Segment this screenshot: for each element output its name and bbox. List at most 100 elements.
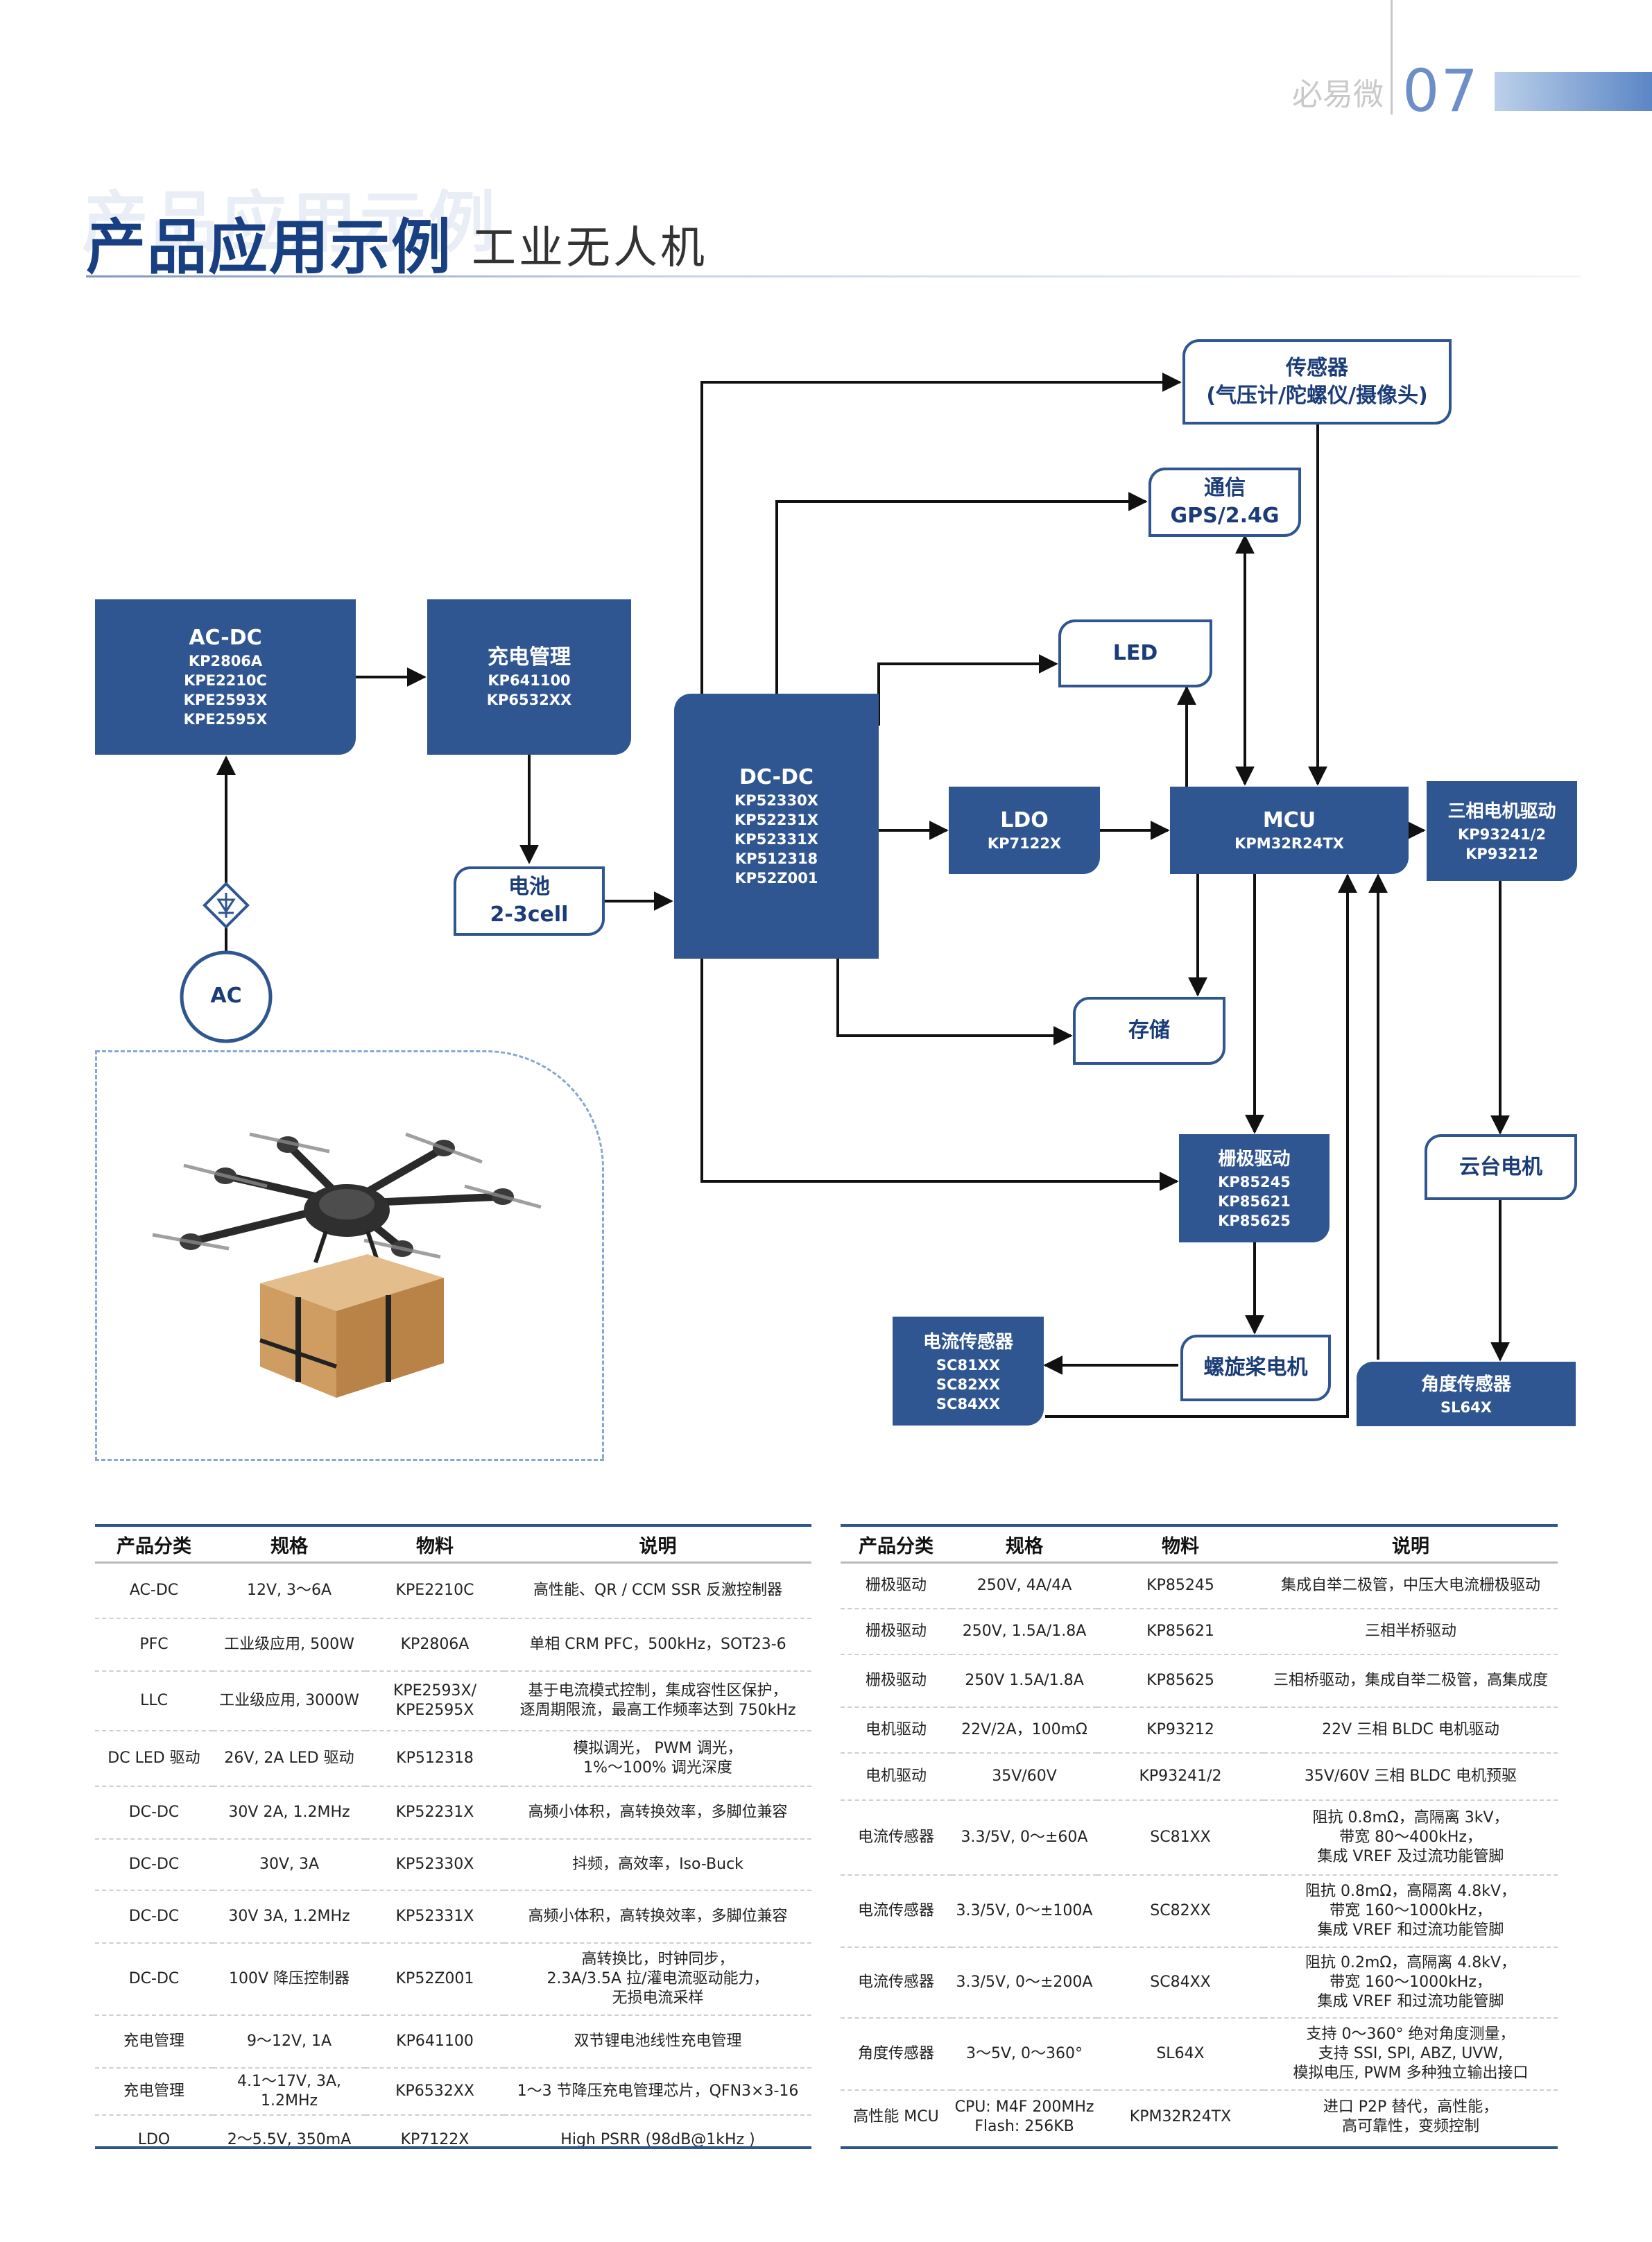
current-sensor-title: 电流传感器 xyxy=(922,1331,1013,1353)
table-cell: 栅极驱动 xyxy=(841,1608,952,1655)
mcu-block: MCU KPM32R24TX xyxy=(1170,787,1409,874)
comm-title: 通信 xyxy=(1204,476,1246,500)
table-cell: 阻抗 0.2mΩ，高隔离 4.8kV， 带宽 160～1000kHz， 集成 V… xyxy=(1264,1946,1558,2019)
table-cell: 1～3 节降压充电管理芯片，QFN3×3-16 xyxy=(504,2067,811,2116)
table-cell: 3.3/5V, 0～±200A xyxy=(952,1946,1097,2019)
sensor-sub: (气压计/陀螺仪/摄像头) xyxy=(1206,383,1428,408)
title-underline xyxy=(86,275,1581,277)
table-cell: PFC xyxy=(95,1618,213,1672)
table-cell: KP512318 xyxy=(365,1730,504,1787)
column-header: 规格 xyxy=(952,1527,1097,1564)
header-accent-bar xyxy=(1495,72,1652,111)
table-cell: 充电管理 xyxy=(95,2067,213,2116)
right-table-bottom-rule xyxy=(841,2146,1558,2149)
ldo-title: LDO xyxy=(1000,808,1049,832)
table-cell: 30V, 3A xyxy=(213,1838,365,1891)
current-sensor-part: SC84XX xyxy=(936,1395,1001,1412)
motor3-part: KP93212 xyxy=(1465,846,1538,862)
sensor-block: 传感器 (气压计/陀螺仪/摄像头) xyxy=(1182,339,1452,425)
table-header-row: 产品分类规格物料说明 xyxy=(841,1527,1558,1564)
table-cell: KP85621 xyxy=(1097,1608,1264,1655)
table-cell: 高转换比，时钟同步， 2.3A/3.5A 拉/灌电流驱动能力， 无损电流采样 xyxy=(504,1942,811,2016)
right-table-top-rule xyxy=(841,1524,1558,1527)
table-cell: 2～5.5V, 350mA xyxy=(227,2131,352,2148)
table-cell: KP93241/2 xyxy=(1097,1752,1264,1801)
table-cell: 22V 三相 BLDC 电机驱动 xyxy=(1264,1706,1558,1754)
acdc-part: KPE2593X xyxy=(183,692,268,708)
table-cell: SC84XX xyxy=(1097,1946,1264,2019)
gate-title: 栅极驱动 xyxy=(1218,1149,1291,1170)
left-table-top-rule xyxy=(95,1524,811,1527)
table-cell: 电机驱动 xyxy=(841,1752,952,1801)
ldo-block: LDO KP7122X xyxy=(949,787,1100,874)
table-cell: DC-DC xyxy=(95,1838,213,1891)
table-cell: 工业级应用, 500W xyxy=(213,1618,365,1672)
table-cell: 22V/2A，100mΩ xyxy=(952,1706,1097,1754)
gate-part: KP85245 xyxy=(1218,1174,1291,1190)
table-header-row: 产品分类规格物料说明 xyxy=(95,1527,811,1564)
table-cell: 抖频，高效率，Iso-Buck xyxy=(504,1838,811,1891)
ldo-part: KP7122X xyxy=(987,835,1062,852)
acdc-part: KPE2595X xyxy=(183,711,268,728)
table-cell: 模拟调光， PWM 调光， 1%～100% 调光深度 xyxy=(504,1730,811,1787)
table-cell: 3.3/5V, 0～±60A xyxy=(952,1799,1097,1876)
drone-image-frame xyxy=(95,1050,604,1461)
table-cell: 35V/60V xyxy=(952,1752,1097,1801)
led-block: LED xyxy=(1058,619,1212,687)
charge-title: 充电管理 xyxy=(488,645,571,669)
table-cell: 26V, 2A LED 驱动 xyxy=(213,1730,365,1787)
table-cell: 高性能 MCU xyxy=(853,2108,939,2125)
dcdc-block: DC-DC KP52330X KP52231X KP52331X KP51231… xyxy=(674,694,879,959)
header-divider xyxy=(1391,0,1393,114)
charge-block: 充电管理 KP641100 KP6532XX xyxy=(427,599,631,755)
table-cell: SC81XX xyxy=(1097,1799,1264,1876)
diode-icon xyxy=(216,893,236,918)
title-shadow-text: 产品应用示例 xyxy=(82,184,498,262)
table-cell: 35V/60V 三相 BLDC 电机预驱 xyxy=(1264,1752,1558,1801)
table-cell: 电流传感器 xyxy=(841,1799,952,1876)
table-cell: KP85625 xyxy=(1097,1654,1264,1708)
angle-sensor-block: 角度传感器 SL64X xyxy=(1357,1362,1576,1426)
arrow-dcdc-to-comm xyxy=(775,492,1148,694)
charge-part: KP641100 xyxy=(488,672,571,689)
table-cell: 三相桥驱动，集成自举二极管，高集成度 xyxy=(1264,1654,1558,1708)
motor3-part: KP93241/2 xyxy=(1457,826,1546,843)
table-cell: KPE2593X/ KPE2595X xyxy=(365,1670,504,1731)
current-sensor-part: SC82XX xyxy=(936,1376,1001,1393)
table-cell: 阻抗 0.8mΩ，高隔离 4.8kV， 带宽 160～1000kHz， 集成 V… xyxy=(1264,1874,1558,1948)
table-cell: KP52330X xyxy=(365,1838,504,1891)
gate-block: 栅极驱动 KP85245 KP85621 KP85625 xyxy=(1179,1134,1330,1242)
motor3-title: 三相电机驱动 xyxy=(1447,801,1556,822)
table-cell: CPU: M4F 200MHz Flash: 256KB xyxy=(954,2098,1094,2135)
table-cell: KP641100 xyxy=(365,2014,504,2069)
angle-sensor-title: 角度传感器 xyxy=(1420,1374,1511,1395)
page-subtitle: 工业无人机 xyxy=(472,223,707,274)
table-cell: KP6532XX xyxy=(365,2067,504,2116)
gate-part: KP85621 xyxy=(1218,1193,1291,1210)
dcdc-part: KP52331X xyxy=(734,831,818,848)
gimbal-title: 云台电机 xyxy=(1459,1154,1542,1179)
table-cell: 电机驱动 xyxy=(841,1706,952,1754)
led-title: LED xyxy=(1112,641,1158,665)
table-cell: KP52231X xyxy=(365,1786,504,1840)
arrow-dcdc-to-storage xyxy=(836,958,1073,1045)
column-header: 产品分类 xyxy=(841,1527,952,1564)
table-cell: 充电管理 xyxy=(95,2014,213,2069)
table-cell: 电流传感器 xyxy=(841,1946,952,2019)
charge-part: KP6532XX xyxy=(486,692,572,708)
table-cell: 30V 2A, 1.2MHz xyxy=(213,1786,365,1840)
table-cell: 阻抗 0.8mΩ，高隔离 3kV， 带宽 80～400kHz， 集成 VREF … xyxy=(1264,1799,1558,1876)
